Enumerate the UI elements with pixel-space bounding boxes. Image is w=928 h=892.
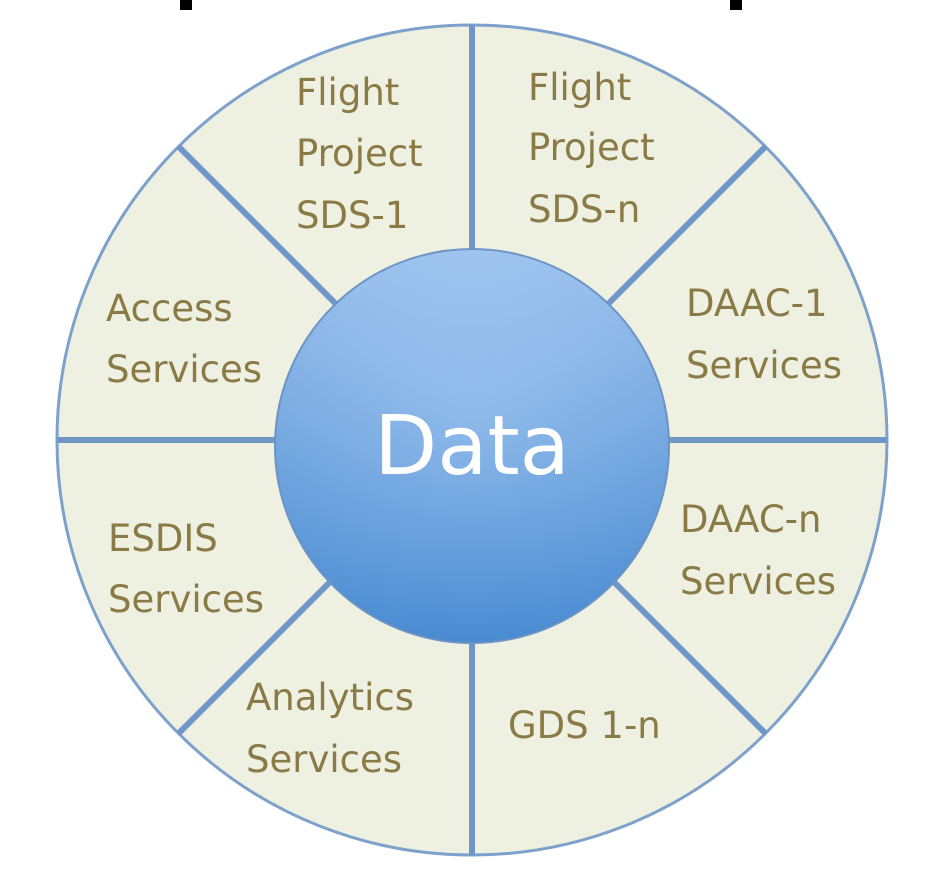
segment-label-line: Services <box>108 578 264 621</box>
segment-label-line: Flight <box>528 66 631 109</box>
segment-label-line: SDS-n <box>528 188 640 231</box>
divider-line-1 <box>604 144 768 308</box>
segment-label-line: Project <box>296 132 423 175</box>
segment-label-line: DAAC-n <box>680 498 821 541</box>
segment-label-line: Services <box>686 344 842 387</box>
clipped-title-fragment <box>180 0 742 10</box>
divider-line-3 <box>604 572 768 736</box>
segment-gds-1-n: GDS 1-n <box>508 704 661 747</box>
data-center-shade <box>275 249 669 643</box>
segment-label-line: Services <box>246 738 402 781</box>
segment-label-line: Services <box>680 560 836 603</box>
segment-daac-n-services: DAAC-n Services <box>680 498 836 603</box>
segment-label-line: Access <box>106 287 233 330</box>
segment-label-line: Flight <box>296 71 399 114</box>
segment-analytics-services: Analytics Services <box>246 676 414 781</box>
segment-access-services: Access Services <box>106 287 262 391</box>
segment-label-line: GDS 1-n <box>508 704 661 747</box>
segment-esdis-services: ESDIS Services <box>108 517 264 621</box>
center-label: Data <box>374 399 570 494</box>
segment-flight-project-sds-n: Flight Project SDS-n <box>528 66 655 231</box>
segment-daac-1-services: DAAC-1 Services <box>686 282 842 387</box>
segment-label-line: SDS-1 <box>296 194 408 237</box>
segment-label-line: Project <box>528 126 655 169</box>
center-hub: Data <box>274 248 670 644</box>
segment-label-line: DAAC-1 <box>686 282 828 325</box>
segment-label-line: Analytics <box>246 676 414 719</box>
divider-line-7 <box>176 144 340 308</box>
segment-label-line: Services <box>106 348 262 391</box>
segment-labels: Flight Project SDS-1 Flight Project SDS-… <box>106 66 842 781</box>
segment-label-line: ESDIS <box>108 517 218 560</box>
divider-line-5 <box>176 572 340 736</box>
segment-dividers <box>57 25 887 855</box>
segment-flight-project-sds-1: Flight Project SDS-1 <box>296 71 423 237</box>
